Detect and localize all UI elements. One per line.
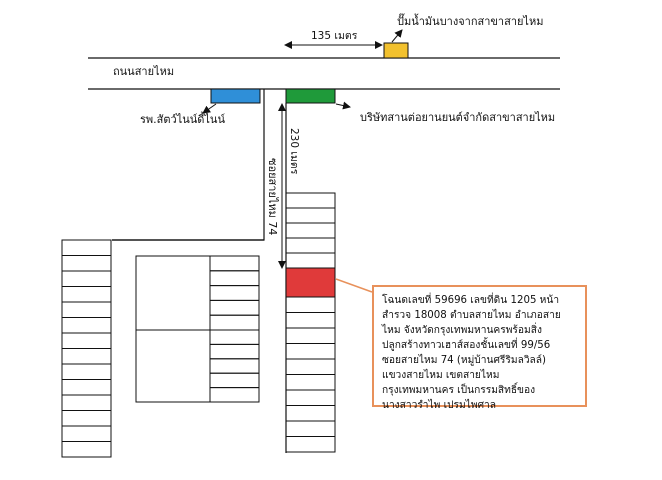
house-unit	[285, 420, 336, 437]
company-marker[interactable]	[285, 88, 336, 104]
house-block-right-upper	[285, 192, 336, 269]
house-unit	[61, 425, 112, 442]
house-unit	[61, 441, 112, 458]
main-road-label: ถนนสายไหม	[113, 65, 174, 78]
house-unit	[61, 332, 112, 349]
house-unit	[285, 312, 336, 329]
house-unit	[285, 389, 336, 406]
property-info-line: ซอยสายไหม 74 (หมู่บ้านศรีริมลวิลล์)	[382, 355, 547, 366]
house-unit	[209, 343, 260, 360]
house-unit	[285, 207, 336, 224]
soi-label: ซอยสายไหม 74	[266, 158, 279, 235]
house-unit	[209, 270, 260, 287]
house-unit	[285, 252, 336, 269]
property-info-line: สำรวจ 18008 ตำบลสายไหม อำเภอสาย	[382, 310, 561, 321]
house-unit	[209, 372, 260, 389]
house-unit	[285, 436, 336, 453]
middle-lot-lower	[135, 329, 211, 403]
house-block-middle-upper	[209, 255, 260, 331]
property-info-line: ปลูกสร้างทาวเฮาส์สองชั้นเลขที่ 99/56	[382, 340, 551, 351]
property-info-line: นางสาวรำไพ เปรมไพศาล	[382, 400, 496, 411]
distance-230-label: 230 เมตร	[288, 128, 300, 175]
house-unit	[61, 363, 112, 380]
property-info-line: กรุงเทพมหานคร เป็นกรรมสิทธิ์ของ	[382, 385, 536, 396]
house-unit	[61, 410, 112, 427]
property-info-line: ไหม จังหวัดกรุงเทพมหานครพร้อมสิ่ง	[382, 325, 542, 336]
house-unit	[209, 285, 260, 301]
house-unit	[61, 379, 112, 396]
house-unit	[61, 317, 112, 334]
house-block-left	[61, 239, 112, 458]
house-unit	[285, 237, 336, 254]
house-unit	[61, 255, 112, 272]
house-unit	[285, 358, 336, 375]
property-info-line: โฉนดเลขที่ 59696 เลขที่ดิน 1205 หน้า	[382, 295, 560, 306]
house-unit	[209, 299, 260, 316]
house-unit	[209, 255, 260, 272]
target-property-pointer	[335, 278, 373, 293]
distance-135-label: 135 เมตร	[311, 30, 358, 42]
vet-hospital-pointer	[202, 103, 217, 114]
house-unit	[209, 329, 260, 345]
house-unit	[285, 374, 336, 391]
house-unit	[61, 394, 112, 411]
vet-hospital-marker[interactable]	[210, 88, 261, 104]
house-unit	[285, 327, 336, 344]
vet-hospital-label: รพ.สัตว์ไนน์ดี้ไนน์	[140, 111, 225, 126]
property-info-line: แขวงสายไหม เขตสายไหม	[382, 370, 500, 381]
target-property-marker[interactable]	[285, 267, 336, 298]
middle-lot-upper	[135, 255, 211, 331]
company-label: บริษัทสานต่อยานยนต์จำกัดสาขาสายไหม	[360, 111, 555, 124]
house-unit	[285, 296, 336, 313]
house-unit	[209, 358, 260, 374]
house-unit	[61, 301, 112, 318]
gas-station-pointer	[391, 29, 403, 43]
house-unit	[209, 387, 260, 403]
house-unit	[285, 192, 336, 209]
house-unit	[285, 222, 336, 239]
house-unit	[61, 286, 112, 303]
gas-station-label: ปั๊มน้ำมันบางจากสาขาสายไหม	[397, 13, 543, 28]
house-unit	[285, 405, 336, 422]
soi-road-left-edge	[112, 89, 265, 241]
house-unit	[61, 270, 112, 287]
house-block-middle-lower	[209, 329, 260, 403]
gas-station-marker[interactable]	[383, 42, 409, 59]
house-block-right-lower	[285, 296, 336, 453]
company-pointer	[335, 101, 351, 110]
house-unit	[61, 239, 112, 256]
house-unit	[61, 348, 112, 365]
property-info-box: โฉนดเลขที่ 59696 เลขที่ดิน 1205 หน้าสำรว…	[372, 285, 587, 411]
house-unit	[285, 343, 336, 360]
house-unit	[209, 314, 260, 331]
